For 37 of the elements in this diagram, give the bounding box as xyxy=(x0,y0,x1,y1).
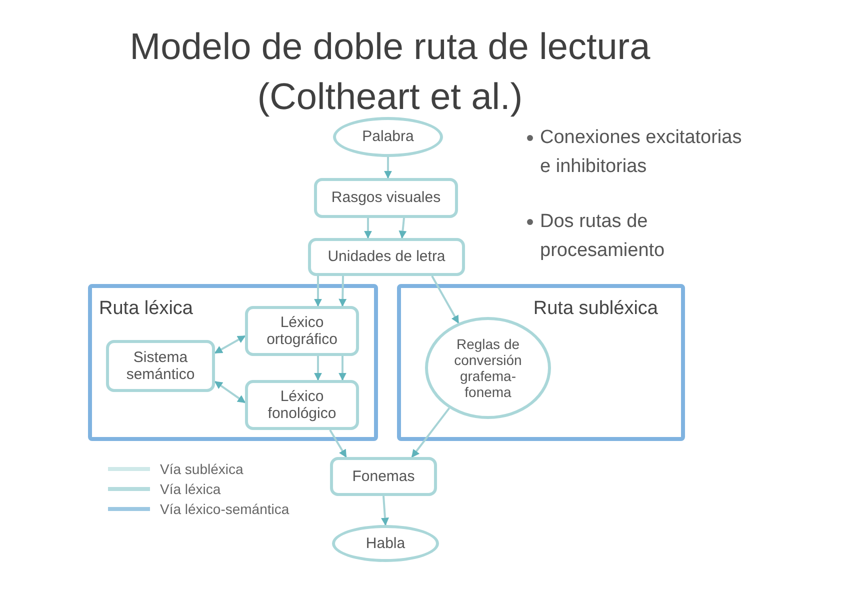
node-label: Habla xyxy=(366,534,406,552)
node-label: Reglas de conversión grafema-fonema xyxy=(453,336,523,400)
arrow xyxy=(398,218,407,239)
process-box xyxy=(245,306,359,356)
route-panel xyxy=(88,284,378,441)
legend-label: Vía léxica xyxy=(160,481,221,497)
arrow xyxy=(314,356,322,381)
process-box xyxy=(314,178,458,218)
arrow xyxy=(411,408,450,458)
bullet-text: Conexiones excitatorias e inhibitorias xyxy=(540,126,743,179)
node-label: Palabra xyxy=(362,128,414,146)
legend-label: Vía léxico-semántica xyxy=(160,501,290,517)
arrow xyxy=(338,356,346,381)
arrow xyxy=(214,380,246,404)
diagram-title: Modelo de doble ruta de lectura (Coltheart et al.) xyxy=(128,25,652,119)
process-box xyxy=(308,238,465,276)
node-label: Léxico ortográfico xyxy=(266,314,338,348)
node-label: Fonemas xyxy=(352,468,415,486)
route-panel xyxy=(397,284,685,441)
panel-title: Ruta subléxica xyxy=(533,298,658,320)
node-label: Unidades de letra xyxy=(328,248,446,266)
arrow xyxy=(364,218,372,239)
arrow xyxy=(329,429,347,458)
arrow xyxy=(384,157,392,179)
legend-label: Vía subléxica xyxy=(160,461,244,477)
arrow xyxy=(214,335,246,354)
node-label: Léxico fonológico xyxy=(266,388,338,422)
process-box xyxy=(330,457,437,496)
node-label: Rasgos visuales xyxy=(331,189,441,207)
arrow xyxy=(314,276,322,307)
panel-title: Ruta léxica xyxy=(99,298,193,320)
process-box xyxy=(106,340,215,392)
node-label: Sistema semántico xyxy=(125,348,196,384)
arrow xyxy=(338,276,347,307)
arrow xyxy=(381,496,389,526)
process-box xyxy=(245,380,359,430)
bullet-text: Dos rutas de procesamiento xyxy=(540,210,666,263)
